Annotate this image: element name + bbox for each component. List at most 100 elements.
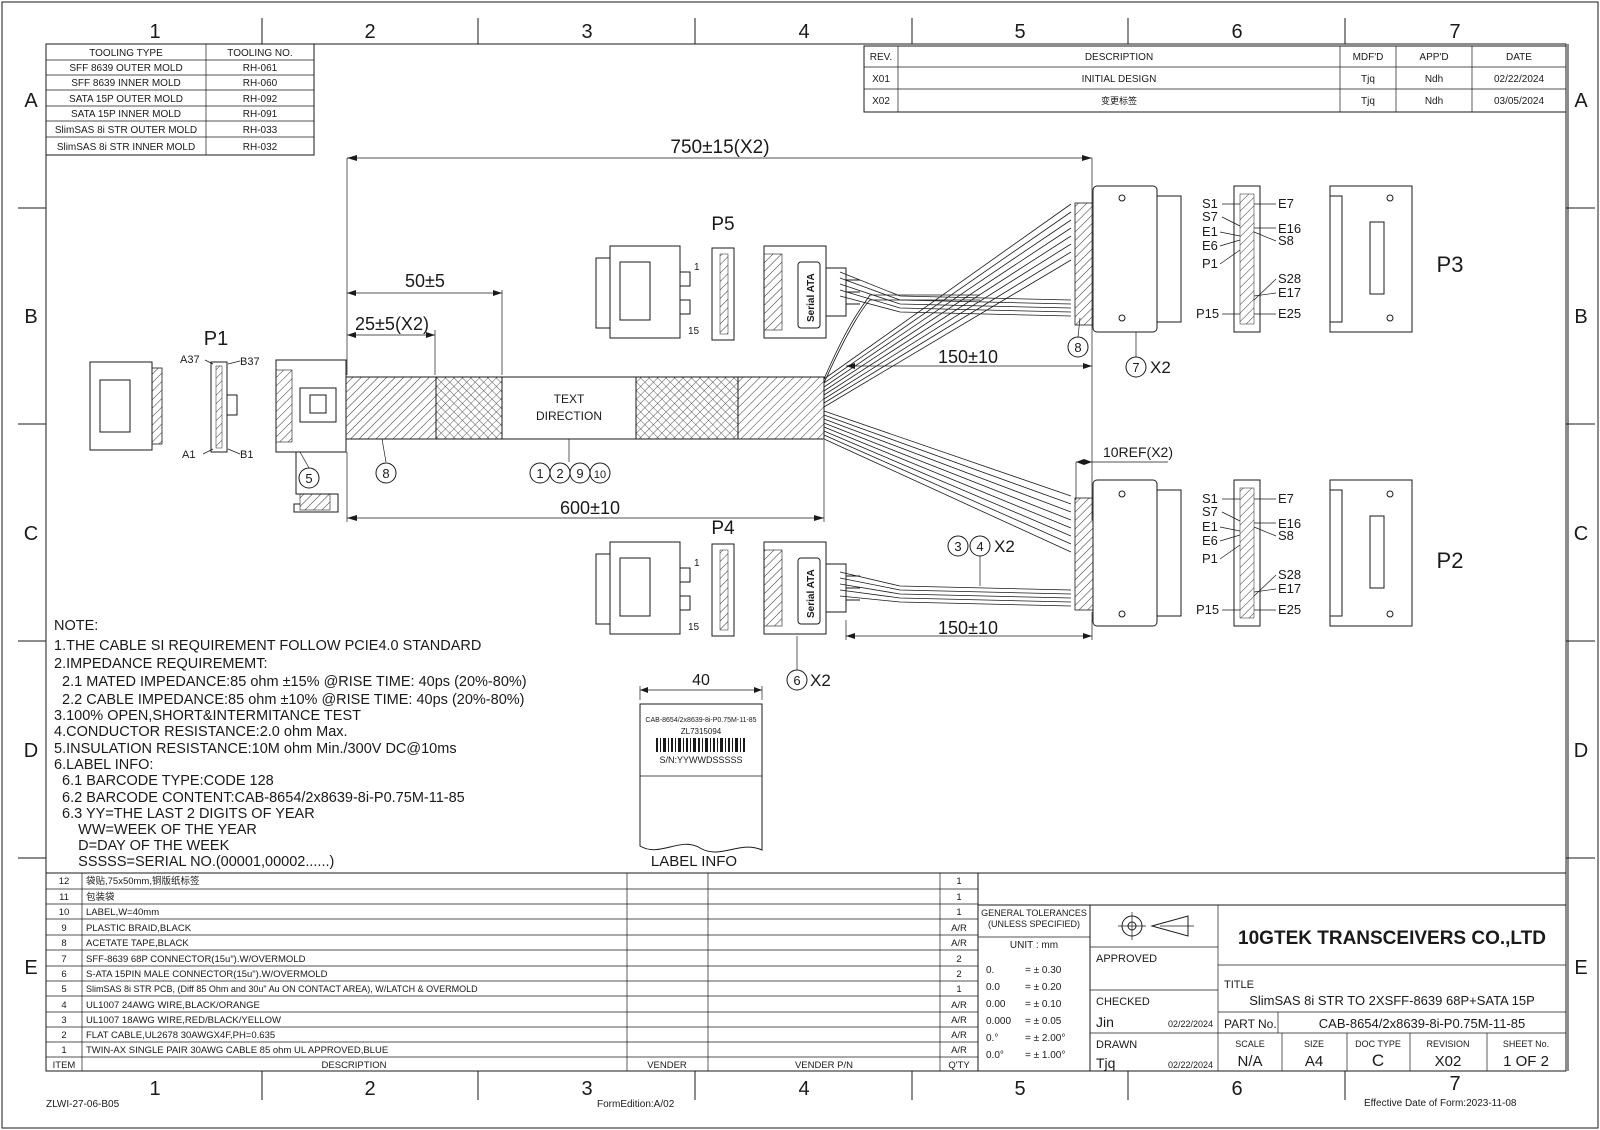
tooling-row-type: SlimSAS 8i STR OUTER MOLD (55, 125, 197, 136)
note-line: WW=WEEK OF THE YEAR (54, 822, 257, 838)
row-label-c-right: C (1574, 523, 1588, 545)
row-label-a: A (24, 90, 38, 112)
bom-qty: A/R (951, 1015, 967, 1026)
size-label: SIZE (1304, 1039, 1324, 1049)
row-label-d: D (24, 740, 38, 762)
company-name: 10GTEK TRANSCEIVERS CO.,LTD (1238, 928, 1546, 949)
note-line: 2.2 CABLE IMPEDANCE:85 ohm ±10% @RISE TI… (54, 692, 524, 708)
scale-value: N/A (1237, 1053, 1262, 1070)
bom-item-no: 9 (61, 923, 66, 934)
bom-qty: A/R (951, 938, 967, 949)
doc-type-value: C (1372, 1051, 1384, 1070)
p5-serial-ata-text: Serial ATA (806, 273, 817, 322)
p4-sata-connector: P4 1 15 Serial ATA (595, 518, 860, 637)
col-label-5-bottom: 5 (1014, 1078, 1025, 1100)
notes-block: NOTE: 1.THE CABLE SI REQUIREMENT FOLLOW … (54, 618, 527, 870)
row-label-b: B (24, 306, 37, 328)
rev-cell: Tjq (1361, 74, 1375, 85)
col-label-4-bottom: 4 (798, 1078, 809, 1100)
tolerance-value: = ± 2.00° (1025, 1033, 1065, 1044)
pin-label: S28 (1278, 271, 1301, 286)
tooling-table: TOOLING TYPE TOOLING NO. SFF 8639 OUTER … (45, 43, 315, 156)
drawn-label: DRAWN (1096, 1039, 1137, 1051)
bom-description: S-ATA 15PIN MALE CONNECTOR(15u").W/OVERM… (86, 969, 328, 980)
row-label-e-right: E (1574, 957, 1587, 979)
tolerance-value: = ± 0.05 (1025, 1016, 1062, 1027)
p4-pin1-label: 1 (694, 558, 700, 569)
tolerance-value: = ± 0.20 (1025, 982, 1062, 993)
pin-label: E16 (1278, 221, 1301, 236)
note-line: D=DAY OF THE WEEK (54, 838, 230, 854)
bom-item-no: 7 (61, 954, 66, 965)
dimension-150-upper: 150±10 (846, 210, 1093, 520)
zone-labels: 1 2 3 4 5 6 7 1 2 3 4 5 6 7 A B C D E A … (24, 21, 1589, 1100)
part-no-value: CAB-8654/2x8639-8i-P0.75M-11-85 (1319, 1016, 1525, 1031)
sff-pin-labels-lower: S1 S7 E1 E6 P1 P15 E7 E16 S8 S28 E17 E25 (1196, 491, 1301, 617)
balloon-3: 3 (954, 539, 961, 554)
tooling-row-type: SFF 8639 INNER MOLD (71, 78, 180, 89)
text-direction-label-1: TEXT (554, 392, 585, 406)
tolerance-title-2: (UNLESS SPECIFIED) (988, 919, 1080, 929)
balloon-8: 8 (382, 466, 389, 481)
note-line: 6.LABEL INFO: (54, 757, 153, 773)
note-line: 6.3 YY=THE LAST 2 DIGITS OF YEAR (54, 806, 315, 822)
bom-description: PLASTIC BRAID,BLACK (86, 923, 192, 934)
col-label-6-bottom: 6 (1231, 1078, 1242, 1100)
checked-label: CHECKED (1096, 996, 1150, 1008)
title-label: TITLE (1224, 979, 1254, 991)
tooling-header-type: TOOLING TYPE (89, 48, 163, 59)
bom-qty: A/R (951, 1045, 967, 1056)
bom-item-no: 11 (59, 892, 69, 903)
balloon-7-qty: X2 (1150, 358, 1171, 377)
dim-600-label: 600±10 (560, 498, 620, 518)
rev-cell: X02 (872, 96, 890, 107)
rev-cell: 变更标签 (1101, 95, 1137, 106)
p5-label: P5 (711, 214, 734, 235)
balloon-8b: 8 (1074, 340, 1081, 355)
note-line: 4.CONDUCTOR RESISTANCE:2.0 ohm Max. (54, 724, 348, 740)
fanout-wires-lower (823, 410, 1072, 607)
tolerance-block: GENERAL TOLERANCES (UNLESS SPECIFIED) UN… (977, 904, 1091, 1072)
tooling-header-no: TOOLING NO. (227, 48, 292, 59)
tooling-row-no: RH-061 (243, 63, 278, 74)
tooling-row-type: SATA 15P INNER MOLD (71, 109, 181, 120)
pin-label: E1 (1202, 519, 1218, 534)
bom-table: 12 袋贴,75x50mm,铜版纸标签 1 11 包装袋 1 10 LABEL,… (45, 872, 979, 1072)
dimension-50: 50±5 (347, 271, 503, 375)
pin-label: P15 (1196, 306, 1219, 321)
rev-cell: Ndh (1425, 74, 1443, 85)
bom-item-no: 8 (61, 938, 66, 949)
bom-description: TWIN-AX SINGLE PAIR 30AWG CABLE 85 ohm U… (86, 1045, 388, 1056)
p3-label: P3 (1437, 252, 1464, 277)
col-label-4: 4 (798, 21, 809, 43)
col-label-1: 1 (149, 21, 160, 43)
rev-cell: INITIAL DESIGN (1082, 74, 1157, 85)
pin-label: E17 (1278, 581, 1301, 596)
pin-label: E25 (1278, 602, 1301, 617)
rev-header-date: DATE (1506, 52, 1532, 63)
row-label-a-right: A (1574, 90, 1588, 112)
bom-item-no: 12 (59, 876, 70, 887)
p1-connector: P1 A37 B37 A1 B1 (89, 328, 347, 513)
dimension-10ref: 10REF(X2) (1075, 444, 1173, 500)
rev-header-description: DESCRIPTION (1085, 52, 1153, 63)
balloon-34-qty: X2 (994, 537, 1015, 556)
bom-header-vender-pn: VENDER P/N (795, 1060, 853, 1071)
tooling-row-no: RH-060 (243, 78, 278, 89)
note-line: 6.2 BARCODE CONTENT:CAB-8654/2x8639-8i-P… (54, 790, 465, 806)
col-label-7-bottom: 7 (1449, 1073, 1460, 1095)
bom-qty: A/R (951, 1030, 967, 1041)
checked-by: Jin (1096, 1014, 1114, 1030)
bom-description: 包装袋 (86, 891, 115, 903)
tolerance-key: 0.000 (986, 1016, 1011, 1027)
p5-pin1-label: 1 (694, 262, 700, 273)
dimension-750: 750±15(X2) (346, 137, 1093, 375)
pin-label: S8 (1278, 233, 1294, 248)
title-block: APPROVED CHECKED Jin 02/22/2024 DRAWN Tj… (1089, 904, 1567, 1072)
tolerance-value: = ± 0.30 (1025, 965, 1062, 976)
col-label-5: 5 (1014, 21, 1025, 43)
rev-cell: 03/05/2024 (1494, 96, 1544, 107)
item-balloons: 8 1 2 9 10 5 8 7 X2 3 4 X2 6 X2 (298, 317, 1171, 691)
row-label-d-right: D (1574, 740, 1588, 762)
